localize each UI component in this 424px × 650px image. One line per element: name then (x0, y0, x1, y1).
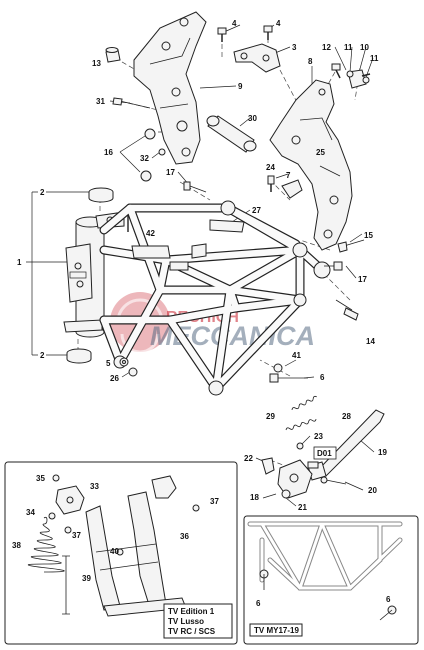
callout-16: 16 (104, 148, 113, 157)
variant-label-rc-scs: TV RC / SCS (168, 627, 216, 636)
callout-3: 3 (292, 43, 297, 52)
callout-23: 23 (314, 432, 323, 441)
callout-5: 5 (106, 359, 111, 368)
callout-10: 10 (360, 43, 369, 52)
callout-13: 13 (92, 59, 101, 68)
cross-tube-30 (206, 115, 257, 153)
callout-d01: D01 (317, 449, 332, 458)
nut-11 (346, 70, 370, 84)
callout-1: 1 (17, 258, 22, 267)
callout-35: 35 (36, 474, 45, 483)
callout-22: 22 (244, 454, 253, 463)
callout-6-main: 6 (320, 373, 325, 382)
callout-4-left: 4 (232, 19, 237, 28)
sidestand-spring-28 (291, 395, 317, 411)
main-trellis-frame (63, 200, 331, 396)
callout-34: 34 (26, 508, 35, 517)
sidestand-spring-29 (285, 418, 317, 431)
callout-9: 9 (238, 82, 243, 91)
callout-11-right: 11 (370, 54, 379, 63)
callout-6-inset-right: 6 (386, 595, 391, 604)
nut-26 (128, 367, 138, 377)
callout-7: 7 (286, 171, 291, 180)
callout-37-left: 37 (72, 531, 81, 540)
callout-30: 30 (248, 114, 257, 123)
callout-15: 15 (364, 231, 373, 240)
callout-6-inset-left: 6 (256, 599, 261, 608)
top-bracket-3 (233, 43, 281, 73)
callout-25: 25 (316, 148, 325, 157)
left-upper-bracket (133, 11, 207, 165)
inset-center-stand (4, 461, 238, 645)
callout-31: 31 (96, 97, 105, 106)
variant-label-my17-19: TV MY17-19 (254, 626, 299, 635)
callout-28: 28 (342, 412, 351, 421)
inset-frame-my17-19 (243, 515, 419, 645)
bolt-4-left (217, 27, 227, 42)
callout-39: 39 (82, 574, 91, 583)
callout-41: 41 (292, 351, 301, 360)
bolt-20 (320, 476, 347, 485)
inset-right-variant-box: TV MY17-19 (249, 623, 303, 637)
callout-38: 38 (12, 541, 21, 550)
callout-42: 42 (146, 229, 155, 238)
bushing-13 (105, 47, 121, 63)
callout-12: 12 (322, 43, 331, 52)
bolt-23 (296, 442, 304, 450)
bolt-17-lower (324, 261, 343, 271)
variant-label-lusso: TV Lusso (168, 617, 204, 626)
callout-4-right: 4 (276, 19, 281, 28)
callout-19: 19 (378, 448, 387, 457)
bolt-12 (331, 63, 341, 79)
bolt-14 (335, 299, 359, 321)
callout-24: 24 (266, 163, 275, 172)
bolt-31 (112, 97, 151, 109)
callout-8: 8 (308, 57, 313, 66)
callout-18: 18 (250, 493, 259, 502)
callout-17-lower: 17 (358, 275, 367, 284)
callout-17-upper: 17 (166, 168, 175, 177)
bolt-6-main (269, 373, 308, 383)
connector-d01 (307, 461, 319, 469)
bolt-4-right (263, 25, 273, 40)
spacer-washer-5 (119, 357, 129, 367)
inset-left-variant-box: TV Edition 1 TV Lusso TV RC / SCS (163, 603, 233, 639)
callout-2-upper: 2 (40, 188, 45, 197)
bearing-cup-upper (88, 187, 114, 203)
bolt-24 (267, 175, 275, 192)
sidestand-bracket-18 (277, 459, 313, 499)
callout-11-left: 11 (344, 43, 353, 52)
callout-40: 40 (110, 547, 119, 556)
washer-41 (273, 363, 283, 373)
callout-36: 36 (180, 532, 189, 541)
callout-2-lower: 2 (40, 351, 45, 360)
clip-7 (281, 179, 303, 199)
bolt-21 (281, 489, 291, 499)
washer-16 (140, 128, 156, 182)
callout-26: 26 (110, 374, 119, 383)
callout-27: 27 (252, 206, 261, 215)
callout-labels: 1 2 2 3 4 4 5 6 6 6 7 8 9 10 11 11 12 13… (12, 19, 391, 608)
sidestand-switch-22 (261, 457, 275, 475)
callout-29: 29 (266, 412, 275, 421)
bolt-17-upper (183, 181, 207, 193)
right-rear-bracket (269, 79, 353, 251)
bearing-cup-lower (66, 348, 92, 364)
callout-37-right: 37 (210, 497, 219, 506)
callout-14: 14 (366, 337, 375, 346)
variant-label-edition1: TV Edition 1 (168, 607, 215, 616)
callout-32: 32 (140, 154, 149, 163)
bolt-15 (337, 239, 365, 253)
callout-20: 20 (368, 486, 377, 495)
d01-box (313, 446, 337, 460)
callout-33: 33 (90, 482, 99, 491)
screw-32 (158, 148, 166, 156)
callout-21: 21 (298, 503, 307, 512)
